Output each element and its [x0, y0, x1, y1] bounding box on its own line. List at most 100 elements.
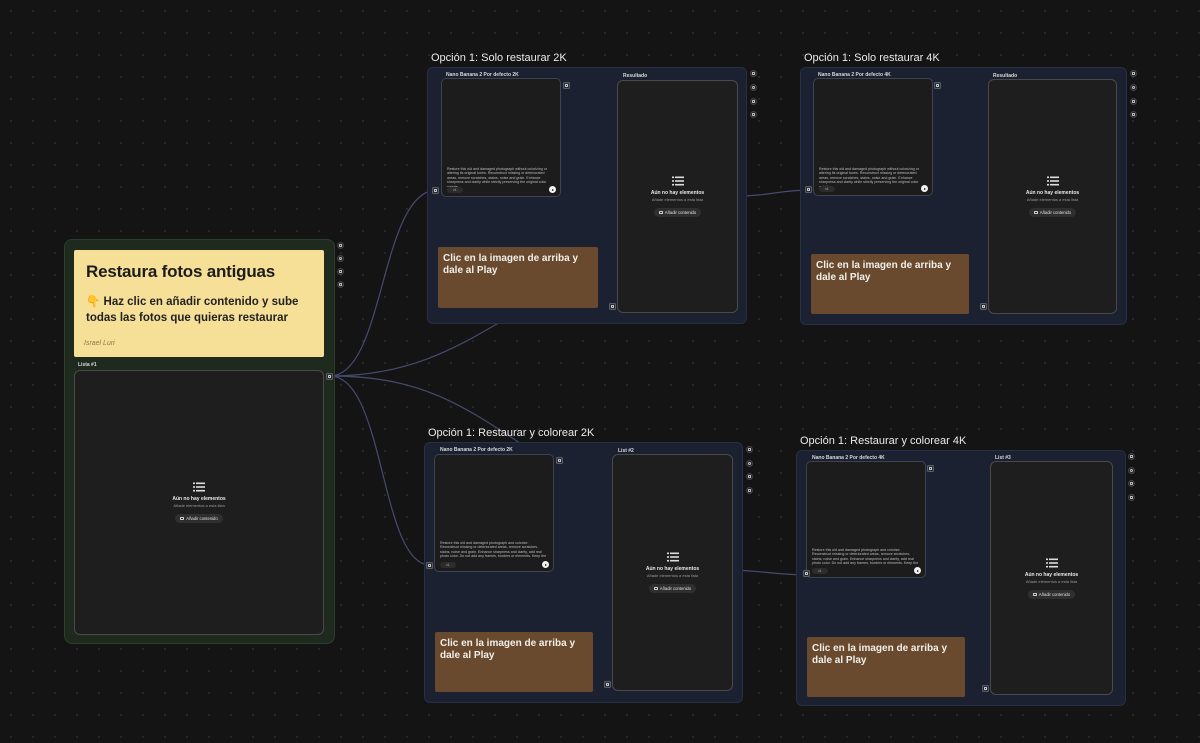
more-icon[interactable]	[1128, 494, 1135, 501]
sticky-note-brown-2[interactable]: Clic en la imagen de arriba y dale al Pl…	[811, 254, 969, 314]
upload-list-node[interactable]: Aún no hay elementos Añade elementos a e…	[74, 370, 324, 635]
rotate-icon[interactable]	[746, 460, 753, 467]
empty-title: Aún no hay elementos	[172, 496, 226, 502]
prompt-text-3: Restore this old and damaged photograph …	[440, 541, 547, 559]
count-pill-3[interactable]: x1	[440, 562, 456, 568]
list-icon	[1045, 558, 1058, 567]
result-list-node-3[interactable]: Aún no hay elementos Añade elementos a e…	[612, 454, 733, 691]
result-input-handle-4[interactable]	[982, 685, 989, 692]
input-handle-2[interactable]	[805, 186, 812, 193]
prompt-text-4: Restore this old and damaged photograph …	[812, 548, 919, 566]
image-icon[interactable]	[1130, 70, 1137, 77]
sticky-note-brown-1[interactable]: Clic en la imagen de arriba y dale al Pl…	[438, 247, 598, 308]
group-title-1: Opción 1: Solo restaurar 2K	[431, 52, 567, 64]
image-generator-node-4[interactable]: Restore this old and damaged photograph …	[806, 461, 926, 578]
output-handle-1[interactable]	[563, 82, 570, 89]
model-label-3: Nano Banana 2 Por defecto 2K	[440, 447, 513, 453]
list-icon	[193, 482, 205, 492]
sticky-note-brown-4[interactable]: Clic en la imagen de arriba y dale al Pl…	[807, 637, 965, 697]
sticky-note-brown-3[interactable]: Clic en la imagen de arriba y dale al Pl…	[435, 632, 593, 692]
prompt-text-1: Restore this old and damaged photograph …	[447, 167, 547, 187]
play-icon[interactable]	[542, 561, 549, 568]
add-content-label: Añadir contenido	[1038, 591, 1071, 597]
image-generator-node-1[interactable]: Restore this old and damaged photograph …	[441, 78, 561, 197]
wire-list-to-group3	[329, 375, 431, 566]
result-label-4: List #3	[995, 455, 1011, 461]
empty-title: Aún no hay elementos	[650, 190, 705, 196]
result-label-2: Resultado	[993, 73, 1018, 79]
image-icon[interactable]	[746, 446, 753, 453]
more-icon[interactable]	[750, 111, 757, 118]
more-icon[interactable]	[337, 281, 344, 288]
image-icon[interactable]	[750, 70, 757, 77]
list-output-handle[interactable]	[326, 373, 333, 380]
model-label-4: Nano Banana 2 Por defecto 4K	[812, 455, 885, 461]
empty-title: Aún no hay elementos	[1025, 190, 1080, 196]
empty-subtitle: Añade elementos a esta lista	[1026, 197, 1079, 202]
play-icon[interactable]	[549, 186, 556, 193]
image-generator-node-2[interactable]: Restore this old and damaged photograph …	[813, 78, 933, 196]
note-body: 👇 Haz clic en añadir contenido y sube to…	[86, 296, 299, 324]
sticky-note-yellow[interactable]: Restaura fotos antiguas 👇 Haz clic en añ…	[74, 250, 324, 357]
more-icon[interactable]	[1130, 111, 1137, 118]
add-content-button[interactable]: Añadir contenido	[1028, 208, 1077, 217]
rotate-icon[interactable]	[337, 255, 344, 262]
empty-subtitle: Añade elementos a esta lista	[651, 197, 704, 202]
play-icon[interactable]	[921, 185, 928, 192]
result-list-node-4[interactable]: Aún no hay elementos Añade elementos a e…	[990, 461, 1113, 695]
result-input-handle-2[interactable]	[980, 303, 987, 310]
output-handle-4[interactable]	[927, 465, 934, 472]
image-handle-icon	[327, 375, 332, 378]
input-handle-1[interactable]	[432, 187, 439, 194]
result-input-handle-1[interactable]	[609, 303, 616, 310]
add-content-label: Añadir contenido	[664, 210, 697, 215]
more-icon[interactable]	[746, 487, 753, 494]
copy-icon[interactable]	[746, 473, 753, 480]
add-content-button[interactable]: Añadir contenido	[653, 208, 702, 217]
copy-icon[interactable]	[750, 98, 757, 105]
copy-icon[interactable]	[337, 268, 344, 275]
result-list-node-2[interactable]: Aún no hay elementos Añade elementos a e…	[988, 79, 1117, 314]
play-icon[interactable]	[914, 567, 921, 574]
image-icon	[653, 587, 658, 590]
model-label-1: Nano Banana 2 Por defecto 2K	[446, 72, 519, 78]
output-handle-2[interactable]	[934, 82, 941, 89]
note-title: Restaura fotos antiguas	[86, 262, 276, 281]
copy-icon[interactable]	[1130, 98, 1137, 105]
result-label-1: Resultado	[623, 73, 648, 79]
model-label-2: Nano Banana 2 Por defecto 4K	[818, 72, 891, 78]
add-content-label: Añadir contenido	[659, 586, 692, 591]
empty-title: Aún no hay elementos	[1024, 571, 1079, 578]
list-icon	[1046, 176, 1059, 186]
copy-icon[interactable]	[1128, 480, 1135, 487]
result-list-node-1[interactable]: Aún no hay elementos Añade elementos a e…	[617, 80, 738, 313]
count-pill-2[interactable]: x1	[819, 186, 835, 192]
image-icon	[1033, 211, 1038, 214]
count-pill-1[interactable]: x1	[447, 187, 463, 193]
rotate-icon[interactable]	[750, 84, 757, 91]
add-content-button[interactable]: Añadir contenido	[1027, 589, 1076, 599]
list-icon	[666, 552, 679, 562]
add-content-button[interactable]: Añadir contenido	[648, 584, 697, 593]
result-input-handle-3[interactable]	[604, 681, 611, 688]
image-icon[interactable]	[1128, 453, 1135, 460]
image-icon	[658, 211, 663, 214]
input-handle-3[interactable]	[426, 562, 433, 569]
add-content-button[interactable]: Añadir contenido	[175, 514, 223, 523]
list-icon	[671, 176, 684, 186]
count-pill-4[interactable]: x1	[812, 568, 828, 574]
add-content-label: Añadir contenido	[1039, 210, 1072, 215]
image-icon[interactable]	[337, 242, 344, 249]
input-handle-4[interactable]	[803, 570, 810, 577]
image-icon	[180, 517, 185, 520]
result-label-3: List #2	[618, 448, 634, 454]
group-title-3: Opción 1: Restaurar y colorear 2K	[428, 427, 595, 439]
rotate-icon[interactable]	[1130, 84, 1137, 91]
empty-subtitle: Añade elementos a esta lista	[646, 573, 699, 578]
group-title-2: Opción 1: Solo restaurar 4K	[804, 52, 940, 64]
rotate-icon[interactable]	[1128, 467, 1135, 474]
output-handle-3[interactable]	[556, 457, 563, 464]
prompt-text-2: Restore this old and damaged photograph …	[819, 167, 919, 187]
image-generator-node-3[interactable]: Restore this old and damaged photograph …	[434, 454, 554, 572]
empty-subtitle: Añade elementos a esta lista	[1025, 578, 1078, 584]
